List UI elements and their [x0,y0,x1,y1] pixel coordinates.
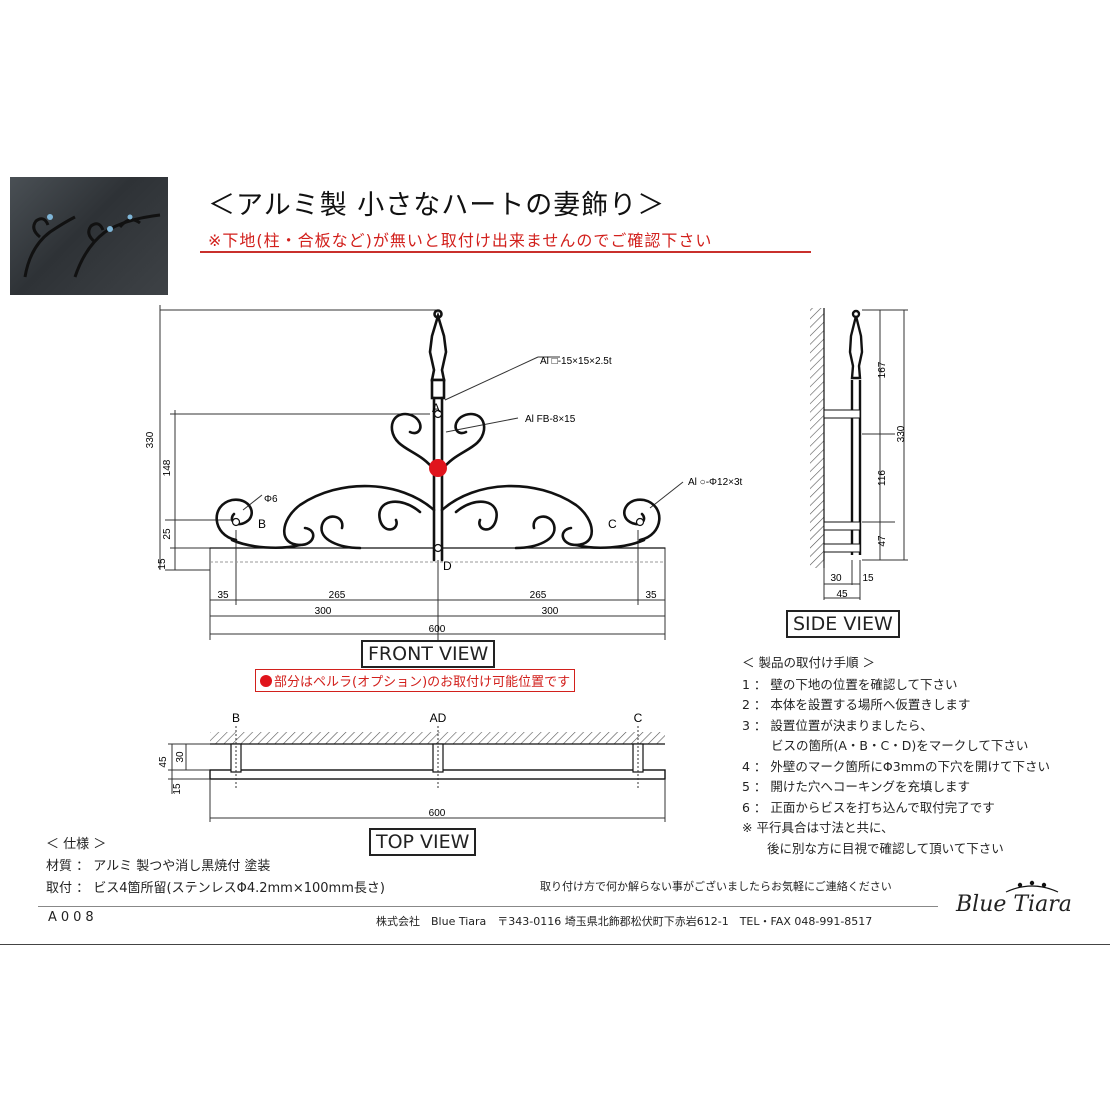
spec-block: ＜ 仕様 ＞ 材質 ： アルミ 製つや消し黒焼付 塗装 取付 ： ビス4箇所留(… [46,834,385,900]
side-dim-30: 30 [830,573,842,584]
warning-underline [200,251,811,253]
company-footer: 株式会社 Blue Tiara 〒343-0116 埼玉県北飾郡松伏町下赤岩61… [376,915,873,928]
install-step: 5 ： 開けた穴へコーキングを充填します [742,779,971,794]
side-dim-15: 15 [862,573,874,584]
dim-15: 15 [157,558,168,570]
top-dim-45: 45 [158,756,169,768]
install-note: 後に別な方に目視で確認して頂いて下さい [742,840,1004,856]
product-photo [10,177,168,295]
material-round-label: Al ○-Φ12×3t [688,477,743,488]
dim-330: 330 [145,431,156,448]
page-bottom-border [0,944,1110,945]
material-square-label: Al □-15×15×2.5t [540,356,612,367]
top-point-c: C [634,711,643,725]
side-dim-45: 45 [836,589,848,600]
material-flat-label: Al FB-8×15 [525,414,576,425]
red-dot-icon [260,675,272,687]
photo-ornament-illustration [23,213,161,278]
install-steps: ＜ 製品の取付け手順 ＞ 1 ： 壁の下地の位置を確認して下さい 2 ： 本体を… [742,653,1050,859]
install-step: 1 ： 壁の下地の位置を確認して下さい [742,676,958,692]
dim-265-right: 265 [530,590,547,601]
side-view-drawing: 167 116 47 330 30 15 45 [810,308,908,600]
top-point-b: B [232,711,240,725]
warning-text: ※下地(柱・合板など)が無いと取付け出来ませんのでご確認下さい [208,231,713,250]
spec-heading: ＜ 仕様 ＞ [46,837,107,852]
spec-mounting: 取付 ： ビス4箇所留(ステンレスΦ4.2mm×100mm長さ) [46,881,385,896]
front-point-a: A [432,401,440,415]
front-point-b: B [258,517,266,531]
dim-600: 600 [429,624,446,635]
top-dim-600: 600 [429,808,446,819]
dim-25: 25 [162,528,173,540]
top-point-ad: AD [430,711,447,725]
front-point-d: D [443,559,452,573]
option-note-text: 部分はペルラ(オプション)のお取付け可能位置です [274,675,571,690]
install-note: ※ 平行具合は寸法と共に、 [742,820,894,835]
install-step: ビスの箇所(A・B・C・D)をマークして下さい [742,738,1029,753]
side-dim-330: 330 [896,425,907,442]
install-heading: ＜ 製品の取付け手順 ＞ [742,655,875,670]
spec-material: 材質 ： アルミ 製つや消し黒焼付 塗装 [46,859,271,874]
front-view-label: FRONT VIEW [361,640,496,668]
install-step: 4 ： 外壁のマーク箇所にΦ3mmの下穴を開けて下さい [742,758,1051,774]
product-code: A008 [48,910,98,925]
top-view-drawing: B AD C 45 30 15 600 [158,711,666,822]
option-note: 部分はペルラ(オプション)のお取付け可能位置です [255,669,576,692]
footer-divider [38,906,938,907]
dim-300-right: 300 [542,606,559,617]
page-title: ＜アルミ製 小さなハートの妻飾り＞ [208,190,666,221]
dim-35-left: 35 [217,590,229,601]
dim-265-left: 265 [329,590,346,601]
brand-name: Blue Tiara [956,892,1072,917]
tiara-icon [1005,880,1059,893]
dim-35-right: 35 [645,590,657,601]
front-point-c: C [608,517,617,531]
option-position-dot [429,459,447,477]
side-dim-47: 47 [877,535,888,547]
top-dim-30: 30 [175,751,186,763]
install-step: 3 ： 設置位置が決まりましたら、 [742,717,933,733]
install-step: 6 ： 正面からビスを打ち込んで取付完了です [742,799,995,815]
contact-note: 取り付け方で何か解らない事がございましたらお気軽にご連絡ください [540,880,892,893]
top-dim-15: 15 [172,783,183,795]
brand-logo: Blue Tiara [956,880,1072,917]
dim-148: 148 [162,459,173,476]
side-dim-116: 116 [877,470,888,486]
dim-300-left: 300 [315,606,332,617]
side-view-label: SIDE VIEW [786,610,900,638]
install-step: 2 ： 本体を設置する場所へ仮置きします [742,697,971,712]
hole-label: Φ6 [264,494,278,505]
side-dim-167: 167 [877,361,888,378]
top-view-label: TOP VIEW [369,828,477,856]
